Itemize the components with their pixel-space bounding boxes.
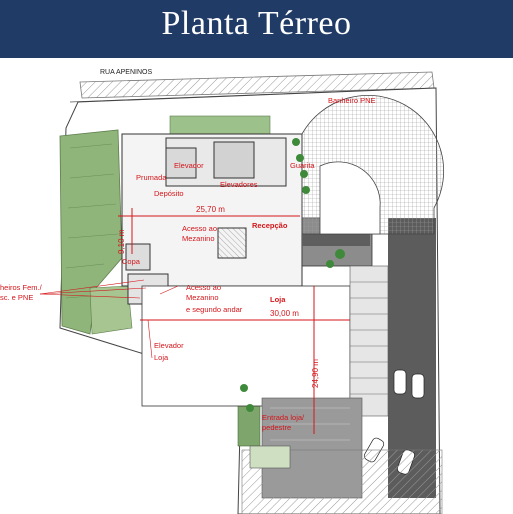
label-banheiros-2: sc. e PNE	[0, 293, 33, 302]
label-banheiros-1: heiros Fem./	[0, 283, 43, 292]
label-copa: Copa	[122, 257, 141, 266]
label-entrada-1: Entrada loja/	[262, 413, 305, 422]
bottom-walk	[249, 445, 291, 469]
building-core	[121, 133, 303, 305]
label-banheiro-pne: Banheiro PNE	[328, 96, 376, 105]
label-elevador-loja-1: Elevador	[154, 341, 184, 350]
dimension-lines	[118, 208, 350, 434]
label-prumada: Prumada	[136, 173, 167, 182]
dimension-width-top: 25,70 m	[196, 205, 225, 214]
dimension-height-store: 24,90 m	[311, 359, 320, 388]
label-acesso-seg-1: Acesso ao	[186, 283, 221, 292]
header-banner: Planta Térreo	[0, 0, 513, 58]
label-elevadores: Elevadores	[220, 180, 258, 189]
label-acesso-seg-2: Mezanino	[186, 293, 219, 302]
label-acesso-seg-3: e segundo andar	[186, 305, 243, 314]
label-acesso-mezanino-1: Acesso ao	[182, 224, 217, 233]
dimension-height-left: 9,10 m	[117, 229, 126, 254]
label-guarita: Guarita	[290, 161, 315, 170]
left-garden	[59, 129, 133, 335]
label-elevador: Elevador	[174, 161, 204, 170]
pointer-lines	[39, 279, 179, 359]
label-acesso-mezanino-2: Mezanino	[182, 234, 215, 243]
page-title: Planta Térreo	[161, 5, 352, 42]
ramp	[301, 94, 445, 235]
label-deposito: Depósito	[154, 189, 184, 198]
label-recepcao: Recepção	[252, 221, 288, 230]
dimension-width-store: 30,00 m	[270, 309, 299, 318]
label-elevador-loja-2: Loja	[154, 353, 169, 362]
label-loja: Loja	[270, 295, 286, 304]
street-label: RUA APENINOS	[100, 69, 152, 76]
label-entrada-2: pedestre	[262, 423, 291, 432]
floor-plan: RUA APENINOS Banheiro PNE Elevador Guari…	[0, 69, 445, 514]
reception-strip	[302, 234, 370, 246]
bushes	[240, 138, 345, 412]
